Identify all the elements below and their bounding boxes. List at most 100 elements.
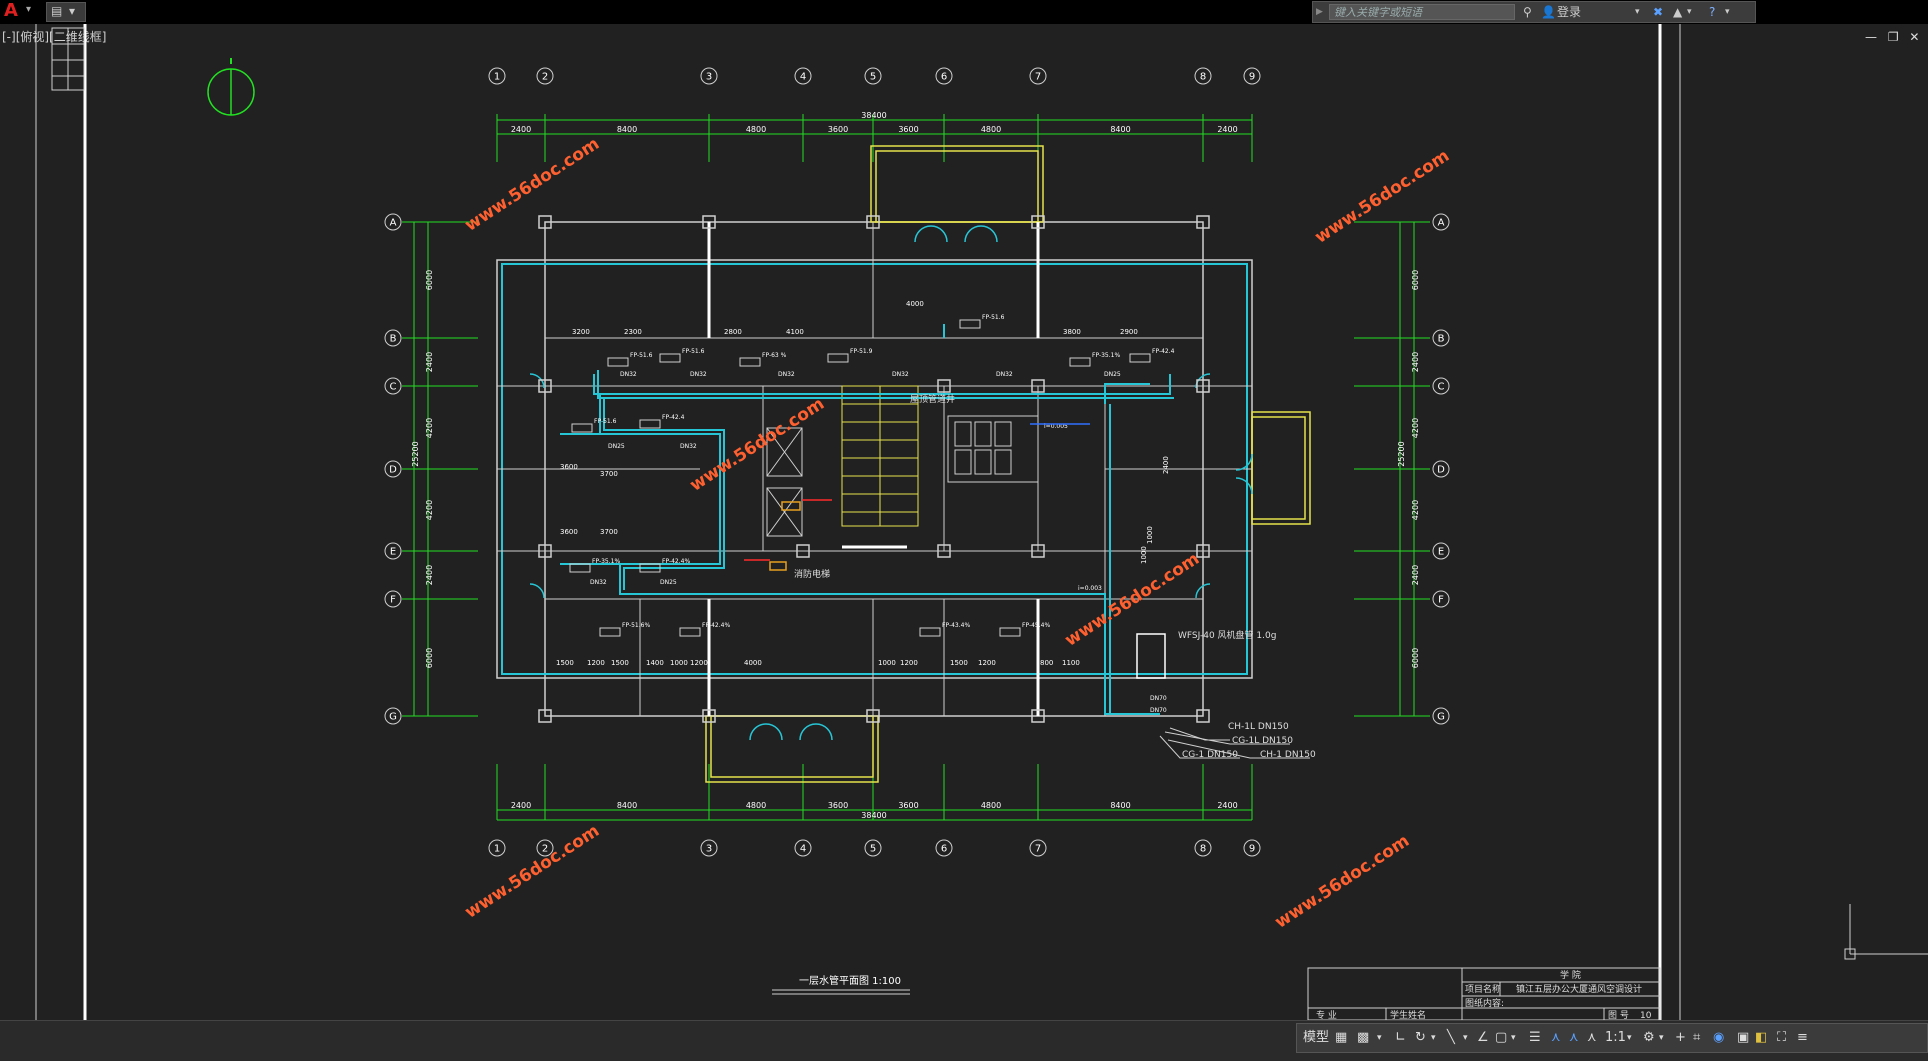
left-dim-3: 25200 xyxy=(411,441,420,466)
pipe-size-label-12: i=0.005 xyxy=(1044,423,1068,430)
inner-dim-1: 2300 xyxy=(624,328,642,336)
title-block-school: 学 院 xyxy=(1560,969,1581,981)
search-input[interactable]: 键入关键字或短语 xyxy=(1329,4,1515,20)
chevron-down-icon[interactable]: ▾ xyxy=(1635,7,1640,17)
annotation-scale-value[interactable]: 1:1 xyxy=(1605,1030,1626,1045)
plus-icon[interactable]: + xyxy=(1675,1030,1686,1045)
fullscreen-icon[interactable]: ⛶ xyxy=(1777,1030,1787,1045)
fan-coil-label-2: FP-63 % xyxy=(762,352,787,359)
osnap-icon[interactable]: ∠ xyxy=(1477,1030,1489,1045)
chevron-down-icon[interactable]: ▾ xyxy=(1627,1033,1632,1043)
model-tab[interactable]: 模型 xyxy=(1303,1030,1330,1045)
binoculars-icon[interactable]: ⚲ xyxy=(1523,5,1532,19)
watermark-text-0: www.56doc.com xyxy=(461,134,603,236)
close-icon[interactable]: ✕ xyxy=(1909,30,1920,44)
chevron-down-icon[interactable]: ▾ xyxy=(69,4,76,18)
right-drawing-frame xyxy=(1658,24,1681,1020)
isodraft-icon[interactable]: ╲ xyxy=(1447,1030,1455,1045)
chevron-down-icon[interactable]: ▾ xyxy=(1431,1033,1436,1043)
hardware-acceleration-icon[interactable]: ▣ xyxy=(1737,1030,1750,1045)
object-snap-icon[interactable]: ▢ xyxy=(1495,1030,1508,1045)
snap-icon[interactable]: ▩ xyxy=(1357,1030,1370,1045)
pipe-labels: CH-1L DN150 CG-1L DN150 CG-1 DN150 CH-1 … xyxy=(794,393,1316,760)
quick-access-toolbar[interactable]: ▤ ▾ xyxy=(46,2,86,22)
fan-coil-label-9: FP-35.1% xyxy=(592,558,620,565)
fan-coil-unit-1 xyxy=(659,353,681,363)
inner-dim-7: 3600 xyxy=(560,463,578,471)
fan-coil-label-8: FP-42.4 xyxy=(662,414,685,421)
fan-coil-label-1: FP-51.6 xyxy=(682,348,705,355)
grid-bubble-9: 9 xyxy=(1249,844,1255,855)
pipe-size-label-9: DN25 xyxy=(660,579,677,586)
column-3 xyxy=(702,709,716,723)
help-icon[interactable]: ? xyxy=(1709,5,1716,19)
fan-coil-unit-10 xyxy=(639,563,661,573)
exchange-icon[interactable]: ✖ xyxy=(1653,5,1664,19)
grid-bubble-5: 5 xyxy=(870,72,876,83)
expand-arrow-icon[interactable]: ▶ xyxy=(1316,7,1323,17)
pipe-label-ch1: CH-1 DN150 xyxy=(1260,750,1316,760)
grid-bubble-7: 7 xyxy=(1035,844,1041,855)
workspace-gear-icon[interactable]: ⚙ xyxy=(1643,1030,1655,1045)
chevron-down-icon[interactable]: ▾ xyxy=(1463,1033,1468,1043)
units-icon[interactable]: ⌗ xyxy=(1693,1030,1701,1045)
fan-coil-unit-12 xyxy=(679,627,701,637)
grid-icon[interactable]: ▦ xyxy=(1335,1030,1348,1045)
chevron-down-icon[interactable]: ▾ xyxy=(1687,7,1692,17)
application-menu-button[interactable]: A ▾ xyxy=(0,0,40,22)
restore-icon[interactable]: ❐ xyxy=(1887,30,1899,44)
grid-bubble-G: G xyxy=(389,712,397,723)
ortho-icon[interactable]: ∟ xyxy=(1395,1030,1406,1045)
customize-menu-icon[interactable]: ≡ xyxy=(1797,1030,1808,1045)
pipe-size-label-13: i=0.003 xyxy=(1078,585,1102,592)
save-icon[interactable]: ▤ xyxy=(51,4,63,18)
chevron-down-icon[interactable]: ▾ xyxy=(1377,1033,1382,1043)
login-button[interactable]: 登录 xyxy=(1557,5,1582,19)
lineweight-icon[interactable]: ☰ xyxy=(1529,1030,1541,1045)
inner-dim-9: 3600 xyxy=(560,528,578,536)
pipe-label-cg1: CG-1 DN150 xyxy=(1182,750,1238,760)
isolate-objects-icon[interactable]: ◉ xyxy=(1713,1030,1725,1045)
bottom-dim-5: 4800 xyxy=(981,801,1001,810)
fan-coil-unit-9 xyxy=(569,563,591,573)
grid-bubble-D: D xyxy=(1437,465,1445,476)
inner-dim-8: 3700 xyxy=(600,470,618,478)
watermark-text-2: www.56doc.com xyxy=(686,394,828,496)
grid-bubble-B: B xyxy=(390,334,397,345)
chevron-down-icon[interactable]: ▾ xyxy=(1725,7,1730,17)
column-10 xyxy=(538,379,552,393)
inner-dim-15: 1000 xyxy=(670,659,688,667)
user-icon[interactable]: 👤 xyxy=(1541,5,1556,19)
title-block-drawing-no-label: 图 号 xyxy=(1608,1010,1629,1020)
inner-dim-4: 4000 xyxy=(906,300,924,308)
left-dim-6: 6000 xyxy=(425,648,434,668)
ucs-icon xyxy=(1844,904,1928,960)
auto-scale-icon[interactable]: ⋏ xyxy=(1569,1030,1579,1045)
fan-coil-unit-7 xyxy=(571,423,593,433)
grid-bubble-F: F xyxy=(1438,595,1444,606)
minimize-icon[interactable]: — xyxy=(1865,30,1877,44)
chevron-down-icon[interactable]: ▾ xyxy=(1659,1033,1664,1043)
viewport-controls-label[interactable]: [-][俯视][二维线框] xyxy=(2,30,107,44)
fan-coil-label-0: FP-51.6 xyxy=(630,352,653,359)
fan-coil-unit-14 xyxy=(999,627,1021,637)
annotation-scale-icon[interactable]: ⋏ xyxy=(1587,1030,1597,1045)
room-label-stair: 屋顶管道井 xyxy=(910,393,955,405)
pipe-size-label-11: DN70 xyxy=(1150,707,1167,714)
top-dim-4: 3600 xyxy=(898,125,918,134)
clean-screen-icon[interactable]: ◧ xyxy=(1755,1030,1768,1045)
right-dim-5: 2400 xyxy=(1411,565,1420,585)
chevron-down-icon[interactable]: ▾ xyxy=(1511,1033,1516,1043)
annotation-visibility-icon[interactable]: ⋏ xyxy=(1551,1030,1561,1045)
column-13 xyxy=(1196,544,1210,558)
autodesk-a360-icon[interactable]: ▲ xyxy=(1673,5,1683,19)
bottom-dim-2: 4800 xyxy=(746,801,766,810)
inner-dim-23: 1100 xyxy=(1062,659,1080,667)
polar-icon[interactable]: ↻ xyxy=(1415,1030,1426,1045)
autocad-logo-icon: A xyxy=(4,0,18,21)
left-dim-0: 6000 xyxy=(425,270,434,290)
grid-bubble-2: 2 xyxy=(542,844,548,855)
building-plan: FP-51.6FP-51.6FP-63 %FP-51.9FP-51.6FP-35… xyxy=(496,145,1311,783)
grid-bubble-B: B xyxy=(1438,334,1445,345)
